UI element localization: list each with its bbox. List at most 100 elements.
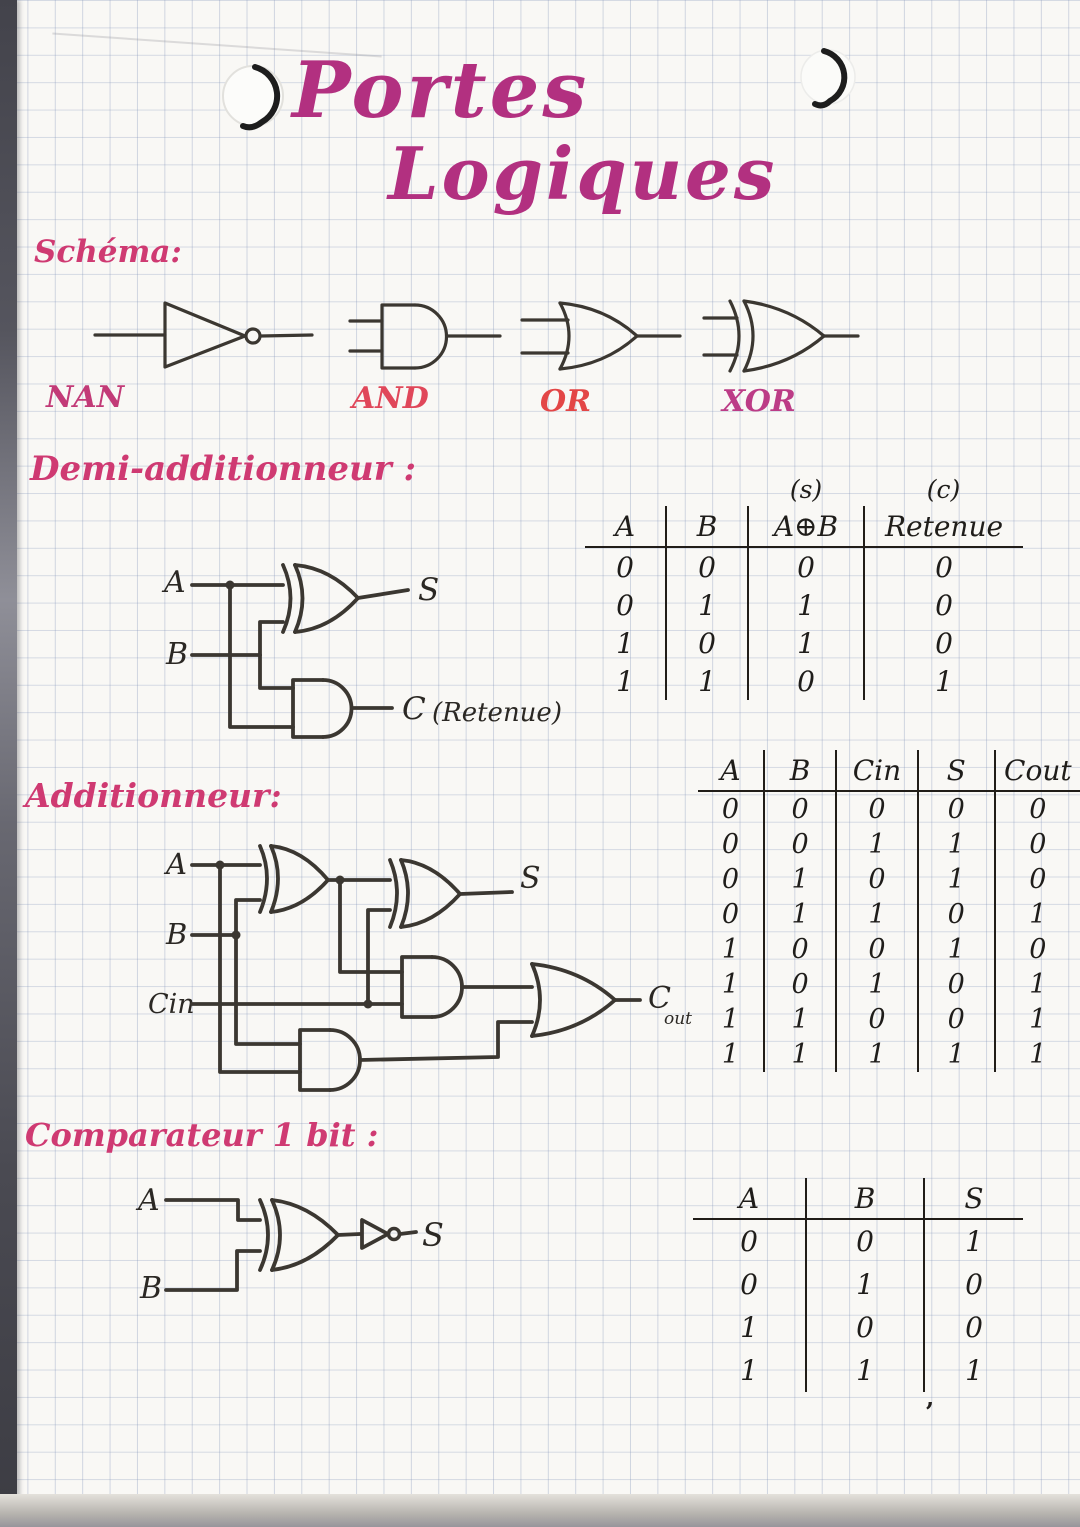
table-cell: 1	[916, 862, 995, 897]
table-cell: 0	[721, 794, 740, 825]
table-cell: 1	[835, 897, 918, 932]
table-header: A	[585, 506, 666, 548]
table-cell: 1	[993, 1002, 1080, 1037]
half-adder-output-s-label: S	[418, 572, 439, 608]
table-header: Cin	[835, 750, 918, 792]
table-cell: 0	[993, 932, 1080, 967]
table-cell: 1	[721, 934, 740, 965]
schema-heading: Schéma:	[34, 234, 182, 270]
adder-output-cout-subscript: out	[664, 1009, 692, 1029]
table-cell: 0	[740, 1225, 758, 1258]
not-gate-symbol	[93, 301, 314, 369]
page-left-edge-shadow	[0, 0, 17, 1500]
table-cell: 0	[835, 1002, 918, 1037]
table-cell: 0	[763, 791, 837, 827]
table-cell: 0	[835, 862, 918, 897]
half-adder-retenue-note: (Retenue)	[432, 698, 562, 728]
table-header: A	[693, 1178, 806, 1220]
table-header: S	[923, 1178, 1023, 1220]
table-cell: 1	[721, 969, 740, 1000]
table-cell: 0	[616, 588, 634, 622]
nan-gate-label: NAN	[46, 380, 125, 415]
table-cell: 1	[863, 662, 1023, 700]
table-cell: 1	[805, 1349, 924, 1392]
xor-gate-label: XOR	[722, 384, 796, 419]
table-cell: 0	[835, 932, 918, 967]
table-cell: 1	[763, 1002, 837, 1037]
table-cell: 0	[805, 1219, 924, 1263]
adder-input-b-label: B	[165, 917, 187, 951]
half-adder-output-c-label: C	[402, 691, 426, 727]
table-cell: 0	[916, 1002, 995, 1037]
table-cell: 0	[805, 1306, 924, 1349]
table-cell: 0	[993, 827, 1080, 862]
table-cell: 1	[805, 1263, 924, 1306]
table-cell: 0	[721, 829, 740, 860]
table-cell: 0	[747, 547, 864, 586]
adder-and2-gate	[298, 1020, 534, 1092]
table-cell: 1	[763, 862, 837, 897]
half-adder-input-a-label: A	[161, 565, 186, 600]
half-adder-circuit: A B S C (Retenue)	[161, 563, 562, 739]
xor-gate-symbol	[702, 299, 860, 373]
adder-xor2-gate	[388, 858, 514, 929]
table-cell: 1	[616, 664, 634, 698]
hole-punches	[222, 48, 856, 131]
table-cell: 0	[863, 586, 1023, 624]
table-header: A⊕B	[747, 506, 864, 548]
table-cell: 0	[721, 864, 740, 895]
table-cell: 1	[763, 897, 837, 932]
table-cell: 0	[835, 791, 918, 827]
table-cell: 0	[616, 550, 634, 584]
and-gate-label: AND	[352, 381, 429, 416]
adder-and1-gate	[400, 955, 534, 1019]
table-header: B	[805, 1178, 924, 1220]
table-cell: 0	[993, 862, 1080, 897]
table-cell: 0	[740, 1268, 758, 1301]
table-cell: 1	[763, 1037, 837, 1072]
table-cell: 0	[763, 932, 837, 967]
table-super-header	[666, 470, 748, 506]
table-cell: 1	[665, 662, 748, 700]
adder-output-s-label: S	[520, 861, 541, 896]
adder-xor1-gate	[258, 844, 392, 914]
comparator-circuit: A B S	[135, 1183, 444, 1306]
full-adder-circuit: A B Cin	[148, 844, 692, 1092]
half-adder-xor-gate	[281, 563, 410, 634]
table-cell: 1	[835, 827, 918, 862]
table-cell: 1	[835, 1037, 918, 1072]
table-cell: 1	[923, 1219, 1023, 1263]
table-header: A	[698, 750, 765, 792]
comparator-input-a-label: A	[135, 1183, 160, 1218]
gate-symbols-diagram	[93, 299, 860, 373]
adder-input-cin-label: Cin	[148, 989, 195, 1020]
and-gate-symbol	[348, 303, 502, 370]
page-bottom-edge-shadow	[0, 1494, 1080, 1527]
table-cell: 1	[740, 1311, 758, 1344]
table-cell: 0	[923, 1263, 1023, 1306]
table-super-header	[585, 470, 666, 506]
table-cell: 0	[916, 967, 995, 1002]
half-adder-heading: Demi-additionneur :	[30, 449, 417, 489]
hole-punch-left	[222, 65, 284, 127]
table-cell: 1	[923, 1349, 1023, 1392]
table-cell: 1	[916, 827, 995, 862]
table-cell: 1	[747, 586, 864, 624]
table-cell: 1	[616, 626, 634, 660]
comparator-heading: Comparateur 1 bit :	[25, 1116, 379, 1154]
page-title-line1: Portes	[292, 45, 590, 136]
